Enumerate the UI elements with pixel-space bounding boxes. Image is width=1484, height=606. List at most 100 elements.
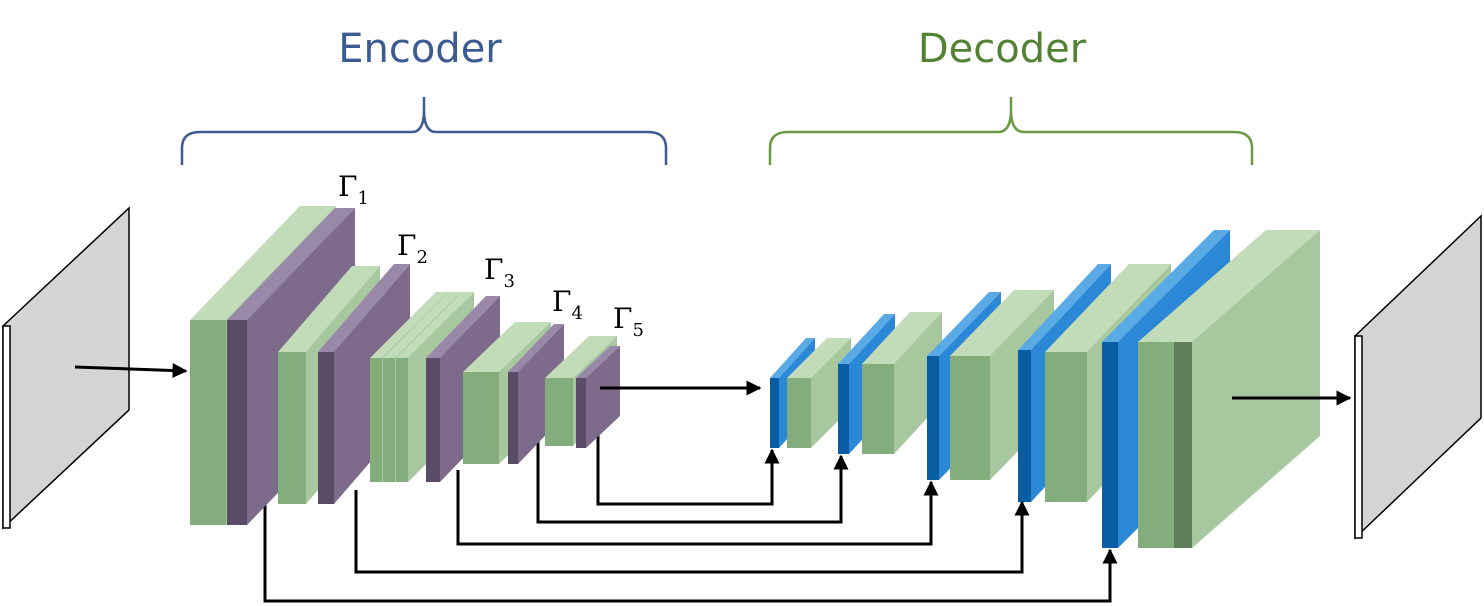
layer-dec1-22-top [787,338,833,378]
layer-enc3-8-top [383,292,461,358]
layer-dec2-30-top [886,312,942,364]
layer-enc2-5-face [292,352,306,504]
layer-dec2-28-face [870,364,878,454]
layer-enc4-12-top [472,322,533,372]
layer-dec2-28-top [870,312,926,364]
layer-enc5-19-face [566,378,573,446]
layer-dec3-35-top [980,290,1054,356]
layer-dec5-41-top [1138,230,1284,342]
layer-blocks [190,206,1320,548]
layer-dec1-22-face [787,378,793,448]
layer-enc5-16-face [545,378,552,446]
layer-dec2-30-side [894,312,942,454]
layer-enc2-6-top [318,264,410,352]
layer-enc3-9-face [396,358,408,482]
layer-dec5-43-face [1174,342,1192,548]
layer-dec1-24-face [799,378,805,448]
layer-dec4-36-top [1018,264,1111,350]
layer-dec4-37-top [1045,264,1143,352]
layer-enc3-7-face [370,358,382,482]
layer-enc1-2-face [208,320,226,525]
gamma-label-1: Γ1 [338,170,369,209]
layer-enc4-15-face [508,372,518,464]
layer-dec1-25-top [805,338,851,378]
layer-dec3-32-top [950,290,1024,356]
layer-enc2-4-top [278,266,366,352]
layer-enc3-10-face [426,358,440,482]
layer-dec3-33-top [960,290,1034,356]
layer-dec2-26-face [838,364,849,454]
layer-dec1-21-face [770,378,779,448]
layer-enc2-6-face [318,352,334,504]
layer-dec4-39-face [1073,352,1087,502]
layer-dec1-23-face [793,378,799,448]
layer-enc3-8-face [383,358,395,482]
layer-enc1-3-top [227,208,355,320]
layer-enc5-19-top [566,336,617,378]
layer-enc4-13-top [481,322,542,372]
encoder-brace [180,97,668,165]
skip-connection-1 [263,500,1118,603]
layer-dec2-27-top [862,312,918,364]
gamma-label-4: Γ4 [552,285,583,324]
layer-enc1-1-face [190,320,208,525]
layer-dec5-43-side [1192,230,1320,548]
skip-connection-5 [596,420,780,506]
layer-enc1-3-face [227,320,247,525]
layer-enc4-15-side [518,324,564,464]
layer-enc5-20-top [576,346,620,378]
layer-dec5-41-face [1138,342,1156,548]
layer-enc3-10-top [426,296,500,358]
layer-enc2-4-face [278,352,292,504]
layer-enc5-17-top [552,336,603,378]
layer-enc5-20-face [576,378,586,448]
encoder-title: Encoder [338,26,502,72]
layer-dec4-39-top [1073,264,1171,352]
layer-enc5-18-face [559,378,566,446]
layer-dec4-37-face [1045,352,1059,502]
layer-dec2-29-top [878,312,934,364]
layer-dec1-24-top [799,338,845,378]
layer-dec4-38-top [1059,264,1157,352]
skip-connection-2 [354,490,1030,574]
layer-dec2-30-face [886,364,894,454]
layer-dec5-40-face [1102,342,1118,548]
skip-connections [263,420,1118,603]
layer-dec3-34-face [970,356,980,480]
layer-dec3-35-face [980,356,990,480]
layer-dec5-43-top [1174,230,1320,342]
gamma-label-2: Γ2 [397,229,428,268]
layer-enc3-9-top [396,292,474,358]
layer-dec5-42-top [1156,230,1302,342]
layer-enc4-11-top [463,322,524,372]
layer-enc3-7-top [370,292,448,358]
layer-dec1-21-top [770,338,815,378]
layer-enc2-5-top [292,266,380,352]
layer-enc4-14-face [490,372,499,464]
skip-connection-4 [536,440,849,524]
layer-enc5-16-top [545,336,596,378]
decoder-title: Decoder [918,26,1087,72]
input-arrow [74,363,188,379]
layer-dec3-32-face [950,356,960,480]
layer-dec1-25-face [805,378,811,448]
layer-enc4-11-face [463,372,472,464]
output-image [1354,214,1482,540]
input-image [2,206,130,530]
layer-enc1-2-top [208,206,336,320]
layer-dec5-40-top [1102,230,1230,342]
layer-dec3-34-top [970,290,1044,356]
gamma-label-3: Γ3 [484,253,515,292]
layer-enc4-12-face [472,372,481,464]
layer-enc1-1-top [190,206,318,320]
gamma-label-5: Γ5 [613,302,644,341]
layer-enc5-18-top [559,336,610,378]
layer-dec2-29-face [878,364,886,454]
layer-enc5-20-side [586,346,620,448]
layer-enc4-14-top [490,322,551,372]
layer-enc4-15-top [508,324,564,372]
layer-dec2-27-face [862,364,870,454]
layer-dec5-42-face [1156,342,1174,548]
layer-dec3-31-top [927,292,1001,356]
